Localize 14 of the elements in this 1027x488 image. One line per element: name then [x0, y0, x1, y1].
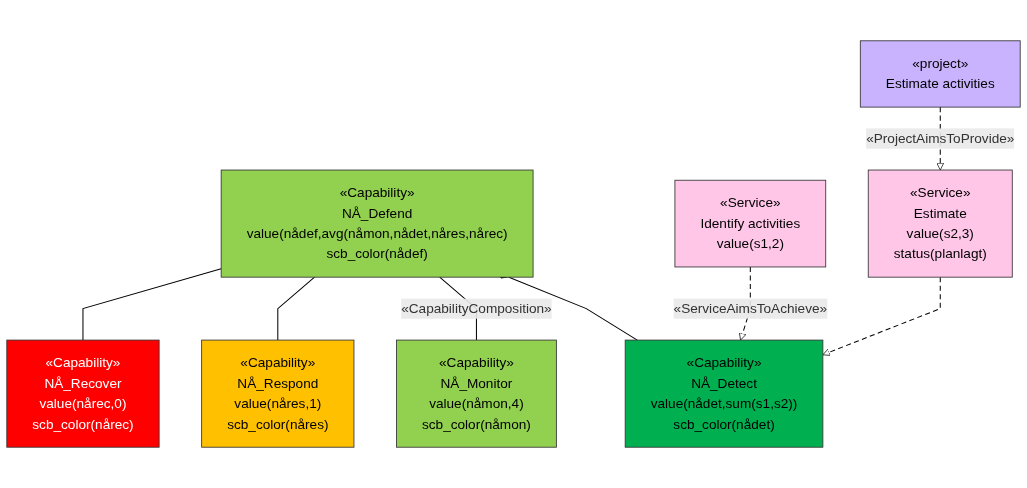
node-box: «Capability» NÅ_Defend value(nådef,avg(nåmon,nådet,nåres,nårec) scb_color(nådef) [220, 169, 534, 278]
node-box: «project» Estimate activities [859, 40, 1021, 108]
node-box: «Capability» NÅ_Detect value(nådet,sum(s1,s2)) scb_color(nådet) [624, 339, 824, 448]
edge-label: «ProjectAimsToProvide» [866, 130, 1015, 146]
arrow [739, 266, 751, 341]
arrow [822, 276, 941, 356]
node-box: «Capability» NÅ_Monitor value(nåmon,4) scb_color(nåmon) [396, 339, 557, 448]
node-box: «Service» Estimate value(s2,3) status(planlagt) [867, 169, 1013, 278]
edge-label: «CapabilityComposition» [401, 300, 552, 316]
edge-label: «ServiceAimsToAchieve» [673, 300, 828, 316]
node-box: «Capability» NÅ_Recover value(nårec,0) scb_color(nårec) [6, 339, 160, 448]
node-box: «Service» Identify activities value(s1,2) [674, 179, 827, 268]
arrow [936, 106, 944, 171]
node-box: «Capability» NÅ_Respond value(nåres,1) scb_color(nåres) [201, 339, 355, 448]
